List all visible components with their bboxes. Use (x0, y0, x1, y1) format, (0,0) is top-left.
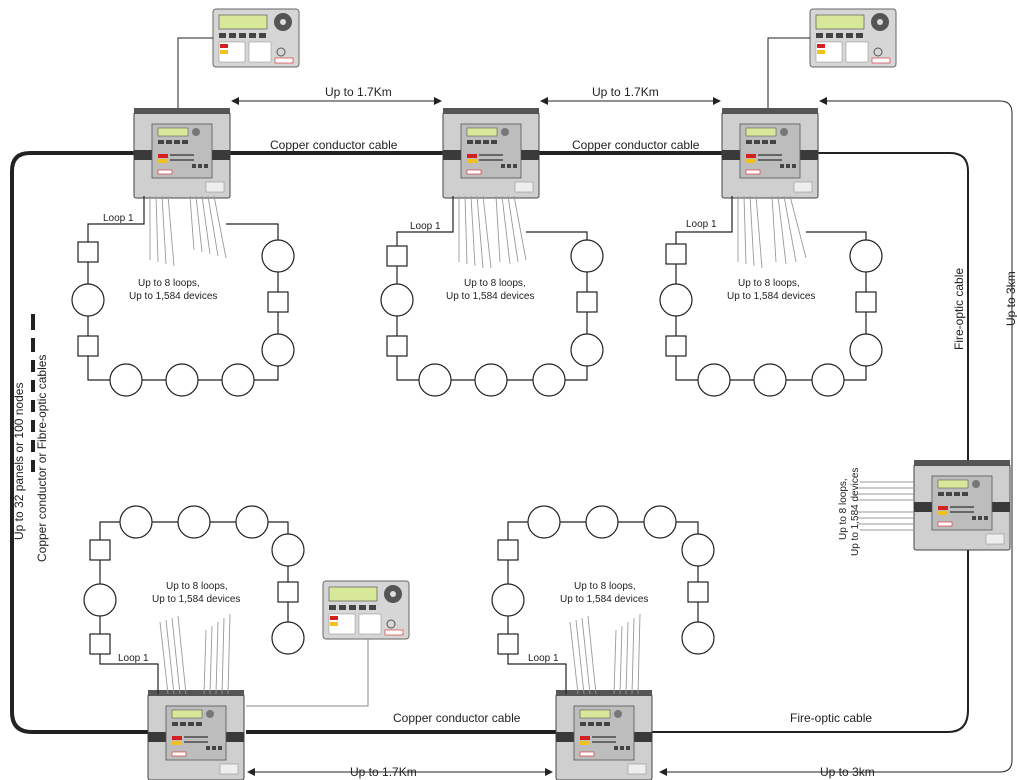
distance-label-bottom: Up to 1.7Km (350, 765, 417, 779)
loop-capacity-3a: Up to 8 loops, (738, 278, 800, 289)
loop-wires-panel-5 (159, 613, 231, 695)
copper-cable-label-2: Copper conductor cable (572, 138, 700, 152)
cable-type-label: Copper conductor or Fibre-optic cables (35, 355, 49, 562)
loop-capacity-2b: Up to 1,584 devices (446, 291, 534, 302)
side-loop-capacity-b: Up to 1,584 devices (850, 468, 861, 556)
loop-capacity-5b: Up to 1,584 devices (152, 594, 240, 605)
network-cable-left (10, 151, 150, 734)
dimension-arrow-3km (659, 97, 1013, 776)
repeater-display-2 (809, 8, 897, 68)
copper-cable-label-1: Copper conductor cable (270, 138, 398, 152)
repeater-display-1 (212, 8, 300, 68)
loop-wires-panel-6 (569, 613, 641, 695)
device-loop-5 (83, 505, 305, 694)
loop-label-1: Loop 1 (103, 213, 134, 224)
fibre-cable-bottom-right (652, 546, 969, 733)
control-panel-2 (442, 107, 540, 199)
control-panel-3 (721, 107, 819, 199)
loop-wires-panel-1 (149, 195, 227, 267)
loop-capacity-2a: Up to 8 loops, (464, 278, 526, 289)
device-loop-3 (659, 196, 883, 397)
device-loop-2 (380, 196, 604, 397)
loop-label-6: Loop 1 (528, 653, 559, 664)
distance-label-right-3km: Up to 3km (1004, 271, 1017, 326)
distance-label-bottom-3km: Up to 3km (820, 765, 875, 779)
control-panel-6 (555, 689, 653, 780)
loop-capacity-5a: Up to 8 loops, (166, 581, 228, 592)
control-panel-4 (913, 459, 1011, 551)
loop-label-2: Loop 1 (410, 221, 441, 232)
loop-wires-panel-2 (458, 195, 527, 269)
loop-capacity-6b: Up to 1,584 devices (560, 594, 648, 605)
loop-capacity-6a: Up to 8 loops, (574, 581, 636, 592)
control-panel-1 (133, 107, 231, 199)
loop-label-5: Loop 1 (118, 653, 149, 664)
repeater-link-3 (246, 639, 369, 707)
distance-label-1: Up to 1.7Km (325, 85, 392, 99)
fibre-cable-label-bottom: Fire-optic cable (790, 711, 872, 725)
network-capacity-label: Up to 32 panels or 100 nodes (12, 383, 26, 540)
fibre-cable-right-top (818, 152, 969, 466)
device-loop-1 (71, 196, 295, 397)
loop-capacity-3b: Up to 1,584 devices (727, 291, 815, 302)
device-loop-6 (491, 505, 715, 694)
loop-wires-panel-3 (737, 195, 807, 269)
loop-capacity-1b: Up to 1,584 devices (129, 291, 217, 302)
loop-capacity-1a: Up to 8 loops, (138, 278, 200, 289)
repeater-display-3 (322, 580, 410, 640)
fibre-cable-label-right: Fire-optic cable (952, 268, 966, 350)
distance-label-2: Up to 1.7Km (592, 85, 659, 99)
control-panel-5 (147, 689, 245, 780)
repeater-link-1 (177, 37, 213, 114)
repeater-link-2 (767, 37, 810, 114)
loop-wires-panel-4 (858, 481, 914, 531)
side-loop-capacity-a: Up to 8 loops, (838, 478, 849, 540)
loop-label-3: Loop 1 (686, 219, 717, 230)
copper-cable-label-bottom: Copper conductor cable (393, 711, 521, 725)
